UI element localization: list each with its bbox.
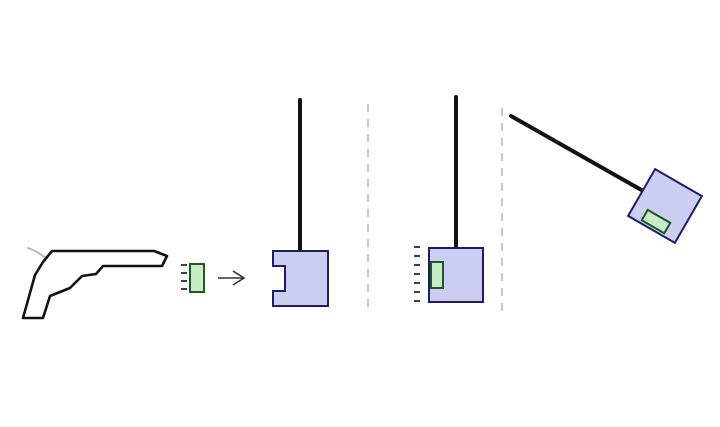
impact-motion-marks <box>414 246 420 302</box>
panel-swing <box>509 114 704 245</box>
swung-embedded-bullet <box>640 208 672 235</box>
swung-block-body <box>626 167 704 245</box>
embedded-bullet <box>430 261 444 289</box>
pendulum-block <box>272 250 329 307</box>
panel-firing <box>21 98 329 320</box>
direction-arrow <box>218 270 246 286</box>
pendulum-string <box>509 114 647 194</box>
swung-pendulum-block <box>626 167 704 245</box>
bullet-body <box>189 263 205 293</box>
bullet <box>181 263 205 293</box>
gun-icon <box>21 249 169 320</box>
panel-impact <box>414 95 484 303</box>
